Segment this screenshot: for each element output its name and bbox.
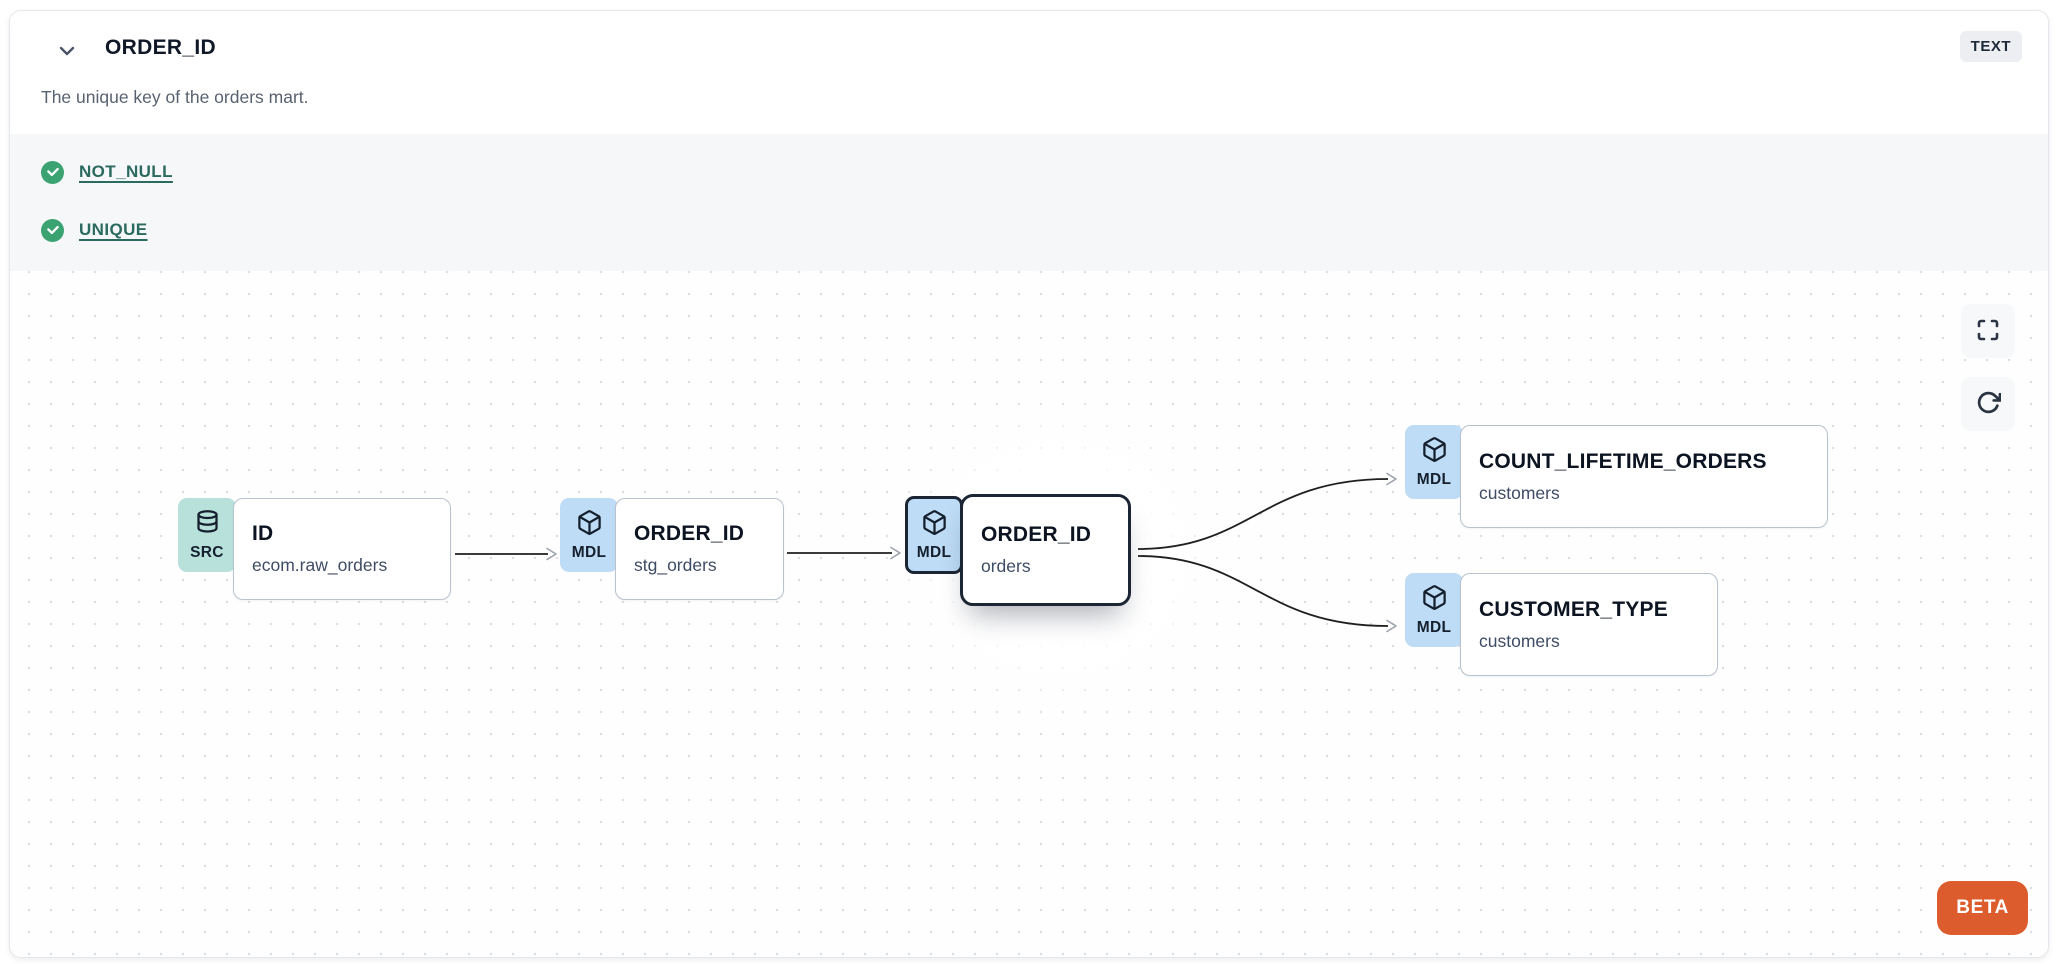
test-row: NOT_NULL: [41, 160, 2048, 184]
node-title: ORDER_ID: [981, 523, 1092, 546]
lineage-canvas[interactable]: SRC ID ecom.raw_orders MDL ORDER_ID stg_…: [10, 271, 2048, 957]
node-title: CUSTOMER_TYPE: [1479, 597, 1668, 621]
lineage-node-staging[interactable]: MDL ORDER_ID stg_orders: [560, 498, 784, 600]
canvas-controls: [1961, 304, 2015, 431]
beta-badge: BETA: [1937, 881, 2028, 935]
refresh-button[interactable]: [1961, 377, 2015, 431]
node-card: ID ecom.raw_orders: [233, 498, 451, 600]
fullscreen-icon: [1976, 318, 2000, 345]
node-subtitle: customers: [1479, 630, 1560, 651]
test-link-not-null[interactable]: NOT_NULL: [79, 162, 173, 181]
collapse-chevron-button[interactable]: [55, 39, 79, 63]
column-description: The unique key of the orders mart.: [41, 87, 309, 107]
node-card: COUNT_LIFETIME_ORDERS customers: [1460, 425, 1828, 528]
tests-section: NOT_NULL UNIQUE: [10, 134, 2048, 271]
lineage-node-source[interactable]: SRC ID ecom.raw_orders: [178, 498, 451, 600]
node-badge-label: MDL: [1416, 618, 1452, 636]
node-card: ORDER_ID orders: [960, 494, 1131, 606]
node-subtitle: orders: [981, 556, 1031, 576]
column-name-title: ORDER_ID: [105, 36, 216, 59]
node-badge-label: MDL: [916, 543, 952, 561]
lineage-node-count-lifetime-orders[interactable]: MDL COUNT_LIFETIME_ORDERS customers: [1405, 425, 1828, 528]
cube-icon: [1421, 436, 1448, 468]
column-detail-panel: ORDER_ID TEXT The unique key of the orde…: [9, 10, 2049, 958]
lineage-node-selected[interactable]: MDL ORDER_ID orders: [905, 494, 1131, 606]
check-circle-icon: [41, 218, 64, 242]
node-title: COUNT_LIFETIME_ORDERS: [1479, 449, 1767, 473]
data-type-badge: TEXT: [1959, 31, 2022, 62]
node-type-badge: MDL: [905, 496, 963, 574]
test-row: UNIQUE: [41, 218, 2048, 242]
node-type-badge: MDL: [1405, 425, 1463, 499]
node-card: CUSTOMER_TYPE customers: [1460, 573, 1718, 676]
node-title: ORDER_ID: [634, 522, 745, 545]
cube-icon: [921, 509, 948, 541]
node-badge-label: MDL: [571, 543, 607, 561]
test-link-unique[interactable]: UNIQUE: [79, 220, 148, 239]
node-subtitle: stg_orders: [634, 555, 717, 575]
check-circle-icon: [41, 160, 64, 184]
node-subtitle: ecom.raw_orders: [252, 555, 388, 575]
node-badge-label: MDL: [1416, 470, 1452, 488]
refresh-icon: [1976, 390, 2001, 418]
node-card: ORDER_ID stg_orders: [615, 498, 784, 600]
cube-icon: [1421, 584, 1448, 616]
lineage-node-customer-type[interactable]: MDL CUSTOMER_TYPE customers: [1405, 573, 1718, 676]
chevron-down-icon: [55, 46, 79, 66]
header: ORDER_ID TEXT The unique key of the orde…: [10, 11, 2048, 134]
fullscreen-button[interactable]: [1961, 304, 2015, 358]
node-badge-label: SRC: [190, 543, 224, 561]
node-subtitle: customers: [1479, 482, 1560, 503]
node-type-badge: SRC: [178, 498, 236, 572]
cube-icon: [576, 509, 603, 541]
lineage-edges: [455, 472, 1397, 633]
node-title: ID: [252, 522, 274, 545]
node-type-badge: MDL: [560, 498, 618, 572]
database-icon: [194, 509, 221, 541]
node-type-badge: MDL: [1405, 573, 1463, 647]
